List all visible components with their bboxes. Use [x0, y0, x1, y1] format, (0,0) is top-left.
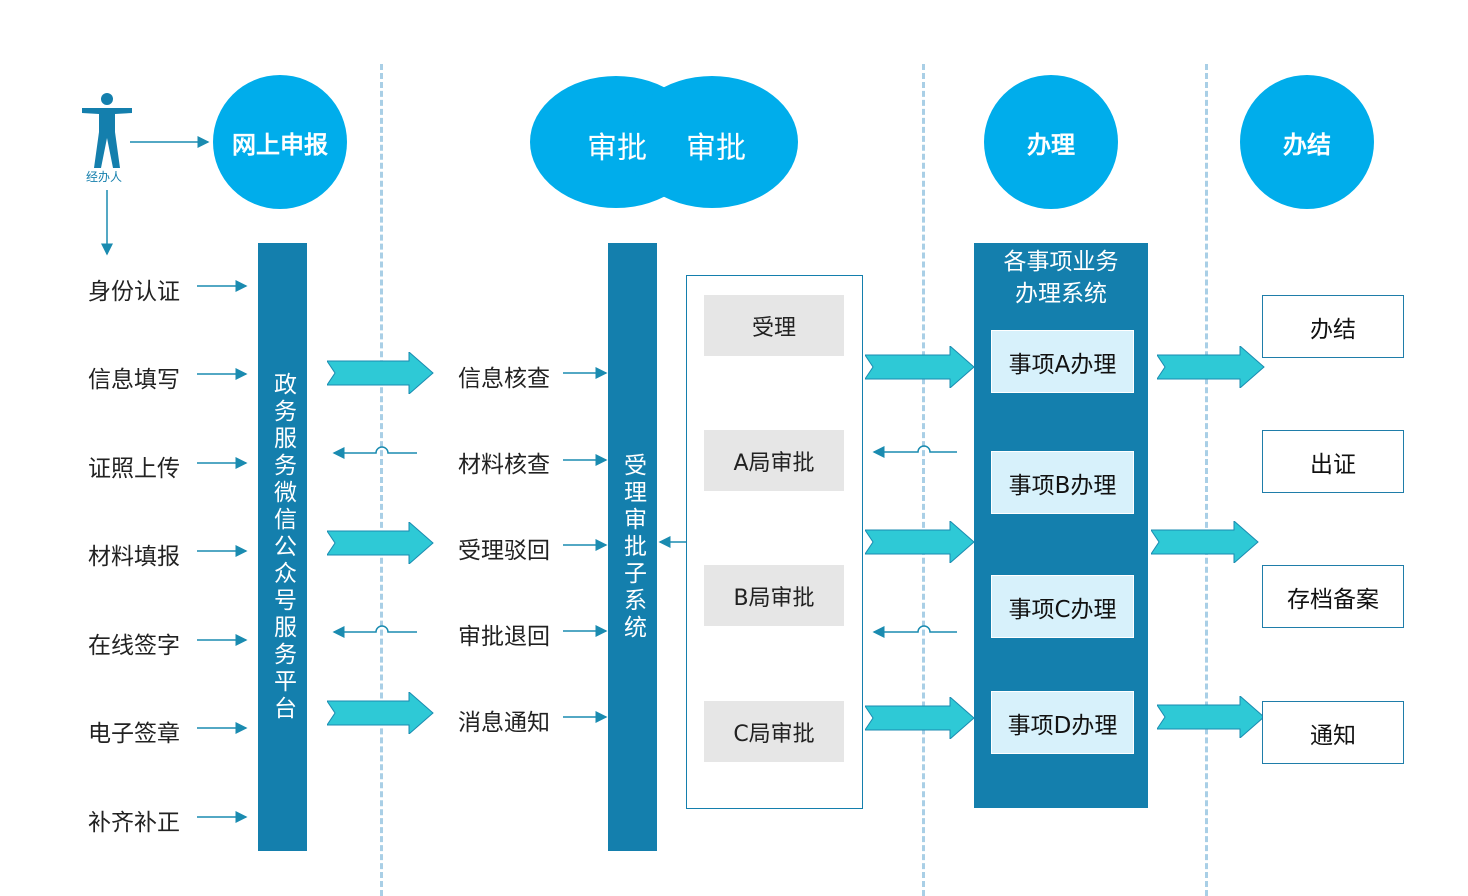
- left-item-license-upload: 证照上传: [88, 456, 180, 482]
- big-arrow-4: [865, 346, 975, 388]
- left-item-material-fill: 材料填报: [88, 544, 180, 570]
- result-notify: 通知: [1262, 701, 1404, 764]
- approval-cloud: 审批 审批: [530, 76, 798, 208]
- result-finish: 办结: [1262, 295, 1404, 358]
- subsystem-bar: 受理审批子系统: [608, 243, 657, 851]
- result-archive: 存档备案: [1262, 565, 1404, 628]
- left-item-e-seal: 电子签章: [88, 721, 180, 747]
- person-icon: [82, 93, 132, 168]
- system-item-b: 事项B办理: [991, 451, 1134, 514]
- mid-item-info-check: 信息核查: [458, 366, 550, 392]
- big-arrow-3: [327, 692, 434, 734]
- system-title-line1: 各事项业务: [1003, 249, 1119, 275]
- big-arrow-6: [865, 697, 975, 739]
- system-item-c: 事项C办理: [991, 575, 1134, 638]
- left-item-supplement: 补齐补正: [88, 810, 180, 836]
- process-step-b-approval: B局审批: [704, 565, 844, 626]
- stage-online-circle: 网上申报: [213, 75, 347, 209]
- cloud-text-left: 审批: [587, 131, 647, 166]
- cloud-right: [626, 76, 798, 208]
- divider-2: [922, 64, 925, 896]
- system-item-a: 事项A办理: [991, 330, 1134, 393]
- platform-bar-label: 政务服务微信公众号服务平台: [269, 371, 296, 723]
- left-item-identity: 身份认证: [88, 279, 180, 305]
- mid-item-accept-reject: 受理驳回: [458, 538, 550, 564]
- left-item-online-sign: 在线签字: [88, 633, 180, 659]
- person-label: 经办人: [86, 170, 123, 184]
- cloud-text-right: 审批: [686, 131, 746, 166]
- mid-item-material-check: 材料核查: [458, 452, 550, 478]
- mid-item-approval-return: 审批退回: [458, 624, 550, 650]
- big-arrow-2: [327, 522, 434, 564]
- big-arrow-7: [1157, 346, 1265, 388]
- divider-3: [1205, 64, 1208, 896]
- stage-finish-circle: 办结: [1240, 75, 1374, 209]
- big-arrow-8: [1151, 521, 1259, 563]
- platform-bar: 政务服务微信公众号服务平台: [258, 243, 307, 851]
- big-arrow-9: [1157, 696, 1265, 738]
- stage-handle-circle: 办理: [984, 75, 1118, 209]
- mid-item-message-notify: 消息通知: [458, 710, 550, 736]
- big-arrow-5: [865, 521, 975, 563]
- system-item-d: 事项D办理: [991, 691, 1134, 754]
- process-step-a-approval: A局审批: [704, 430, 844, 491]
- divider-1: [380, 64, 383, 896]
- process-step-c-approval: C局审批: [704, 701, 844, 762]
- big-arrow-1: [327, 352, 434, 394]
- system-title-line2: 办理系统: [1015, 281, 1107, 307]
- left-item-info-fill: 信息填写: [88, 367, 180, 393]
- process-step-accept: 受理: [704, 295, 844, 356]
- result-certificate: 出证: [1262, 430, 1404, 493]
- subsystem-bar-label: 受理审批子系统: [619, 452, 646, 642]
